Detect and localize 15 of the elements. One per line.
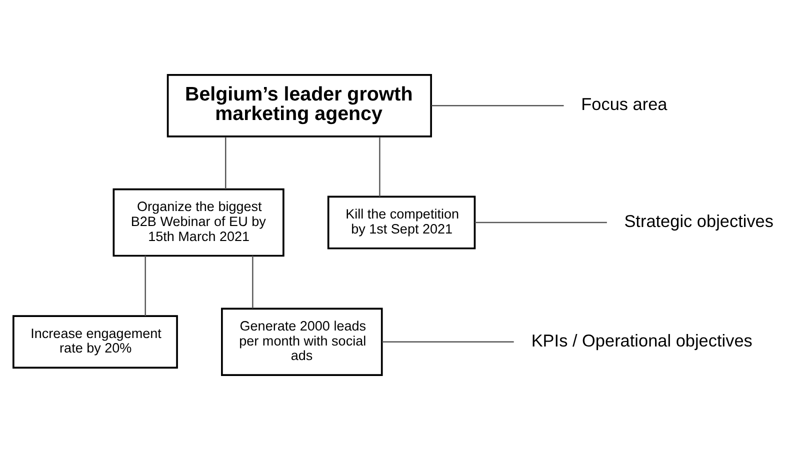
node-text: Focus area: [581, 94, 668, 114]
connector: [379, 137, 380, 197]
connector: [225, 137, 226, 190]
node-box: Organize the biggest B2B Webinar of EU by 15th March 2021: [112, 188, 284, 257]
connector: [474, 222, 607, 224]
node-text: Strategic objectives: [624, 211, 774, 232]
node-box: Belgium’s leader growth marketing agency: [166, 74, 432, 138]
connector: [252, 256, 254, 308]
connector: [144, 256, 146, 316]
node-box: Kill the competition by 1st Sept 2021: [327, 196, 476, 250]
node-text: KPIs / Operational objectives: [531, 330, 752, 350]
node-box: Generate 2000 leads per month with social ads: [221, 308, 383, 376]
connector: [432, 105, 564, 106]
connector: [382, 341, 514, 342]
node-box: Increase engagement rate by 20%: [12, 315, 178, 369]
